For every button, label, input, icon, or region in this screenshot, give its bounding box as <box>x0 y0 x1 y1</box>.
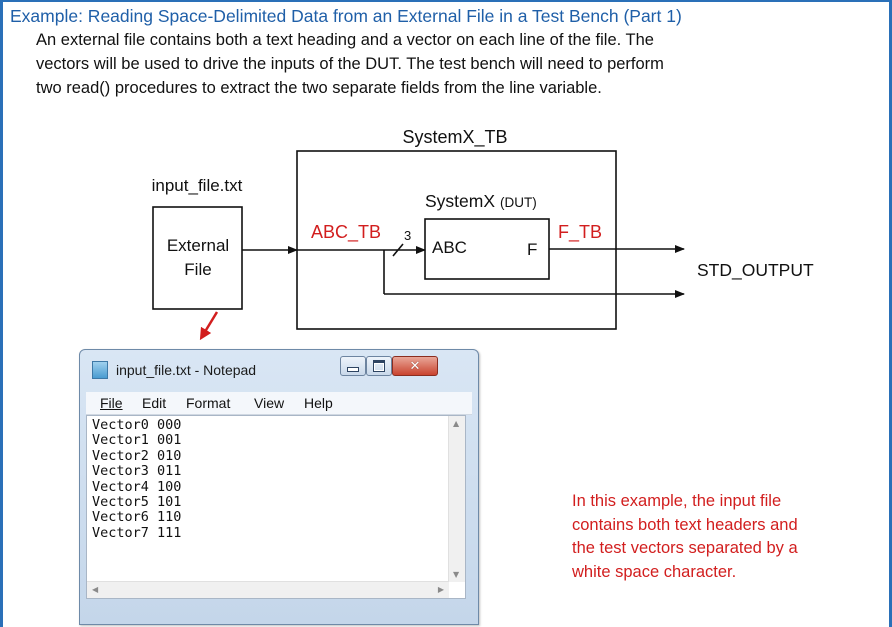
dut-name: SystemX (DUT) <box>425 191 537 211</box>
maximize-button[interactable] <box>366 356 392 376</box>
notepad-menubar: File Edit Format View Help <box>86 392 472 415</box>
text-line: Vector7 111 <box>92 524 182 541</box>
menu-file-label: File <box>100 395 123 411</box>
output-signal-label: F_TB <box>558 222 602 243</box>
notepad-title: input_file.txt - Notepad <box>116 362 257 378</box>
scroll-up-icon[interactable]: ▲ <box>453 419 460 428</box>
menu-help-label: Help <box>304 395 333 411</box>
notepad-text-area[interactable]: Vector0 000 Vector1 001 Vector2 010 Vect… <box>86 415 466 599</box>
text-line: Vector4 100 <box>92 478 182 495</box>
red-pointer-arrow <box>199 311 219 341</box>
notepad-window: input_file.txt - Notepad ✕ File Edit For… <box>79 349 479 625</box>
testbench-label: SystemX_TB <box>402 127 507 148</box>
minimize-button[interactable] <box>340 356 366 376</box>
menu-format[interactable]: Format <box>186 395 230 411</box>
menu-view-label: View <box>254 395 285 411</box>
dut-output-port: F <box>527 240 537 259</box>
note-line: the test vectors separated by a <box>572 539 798 557</box>
minimize-icon <box>347 366 359 372</box>
description: An external file contains both a text he… <box>36 28 866 100</box>
bus-width-slash <box>392 243 404 257</box>
external-file-text: External <box>167 236 229 255</box>
bus-width-label: 3 <box>404 228 411 243</box>
testbench-box <box>296 150 617 330</box>
dut-tag: (DUT) <box>500 195 537 210</box>
slide-title: Example: Reading Space-Delimited Data fr… <box>10 6 682 26</box>
menu-edit[interactable]: Edit <box>142 395 166 411</box>
menu-view[interactable]: View <box>254 395 284 411</box>
dut-name-text: SystemX <box>425 191 495 211</box>
vertical-scrollbar[interactable]: ▲ ▼ <box>448 416 465 582</box>
scroll-right-icon[interactable]: ▶ <box>437 585 444 594</box>
horizontal-scrollbar[interactable]: ◀ ▶ <box>87 581 449 598</box>
close-icon: ✕ <box>409 358 421 374</box>
notepad-lines: Vector0 000 Vector1 001 Vector2 010 Vect… <box>92 417 182 541</box>
explanation-note: In this example, the input file contains… <box>572 490 872 584</box>
text-line: Vector0 000 <box>92 417 182 433</box>
external-file-text: File <box>184 260 211 279</box>
maximize-icon <box>373 360 385 372</box>
file-label: input_file.txt <box>152 176 243 195</box>
menu-format-label: Format <box>186 395 231 411</box>
menu-help[interactable]: Help <box>304 395 333 411</box>
text-line: Vector6 110 <box>92 509 182 526</box>
close-button[interactable]: ✕ <box>392 356 438 376</box>
notepad-titlebar[interactable]: input_file.txt - Notepad ✕ <box>80 350 478 390</box>
description-line: An external file contains both a text he… <box>36 31 654 49</box>
text-line: Vector3 011 <box>92 463 182 480</box>
notepad-app-icon <box>92 361 108 379</box>
scroll-down-icon[interactable]: ▼ <box>453 570 460 579</box>
menu-edit-label: Edit <box>142 395 167 411</box>
note-line: contains both text headers and <box>572 515 798 534</box>
note-line: In this example, the input file <box>572 492 782 510</box>
input-signal-label: ABC_TB <box>311 222 381 243</box>
menu-file[interactable]: File <box>100 395 123 411</box>
scroll-left-icon[interactable]: ◀ <box>92 585 99 594</box>
text-line: Vector5 101 <box>92 494 182 511</box>
description-line: vectors will be used to drive the inputs… <box>36 55 664 73</box>
description-line: two read() procedures to extract the two… <box>36 79 602 97</box>
note-line: white space character. <box>572 562 737 581</box>
external-file-box <box>152 206 243 310</box>
std-output-label: STD_OUTPUT <box>697 260 814 281</box>
text-line: Vector2 010 <box>92 447 182 464</box>
text-line: Vector1 001 <box>92 432 182 449</box>
dut-input-port: ABC <box>432 238 467 257</box>
